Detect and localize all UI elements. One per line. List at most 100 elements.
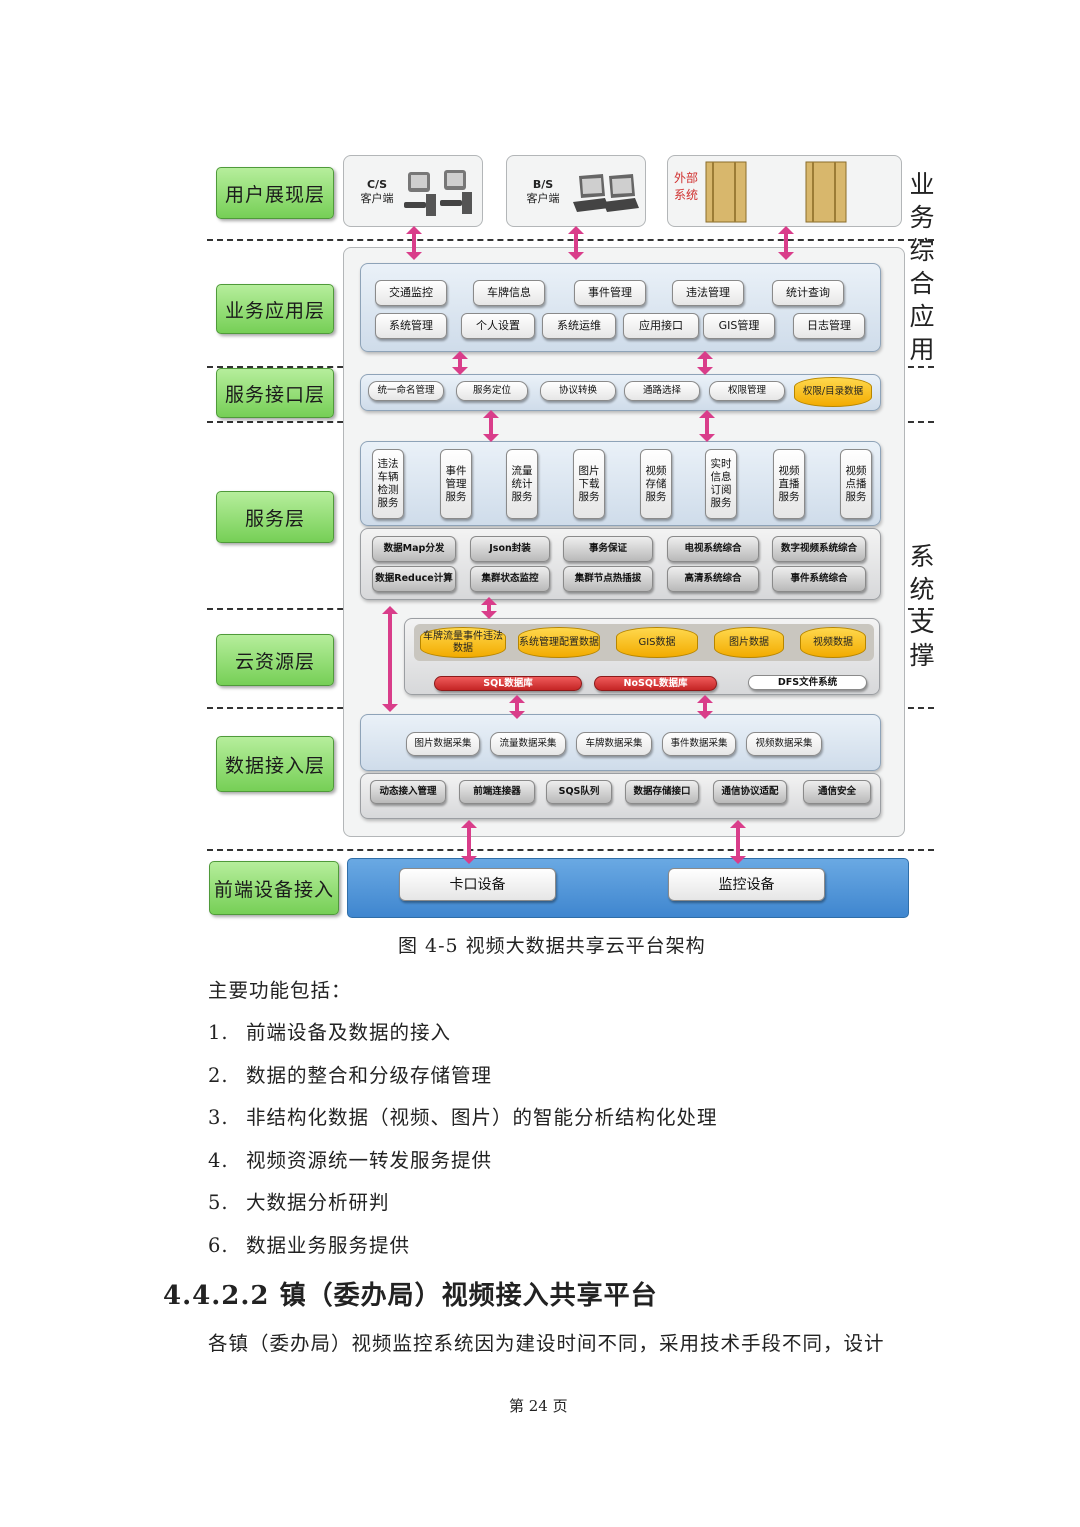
- data-storage-cylinder: GIS数据: [616, 627, 698, 658]
- service-item-box: 实时信息订阅服务: [705, 449, 737, 519]
- bs-client-sub: 客户端: [526, 192, 560, 205]
- data-collect-box: 流量数据采集: [490, 732, 566, 756]
- permission-data-cylinder: 权限/目录数据: [794, 377, 872, 407]
- service-item-box: 视频点播服务: [840, 449, 872, 519]
- double-arrow-icon: [461, 820, 477, 864]
- list-item: 5.大数据分析研判: [208, 1186, 390, 1215]
- list-item: 4. 视频资源统一转发服务提供: [208, 1144, 492, 1173]
- service-item-box: 事件管理服务: [440, 449, 472, 519]
- list-item-text: 数据业务服务提供: [246, 1234, 411, 1257]
- double-arrow-icon: [481, 597, 497, 619]
- layer-label-interface: 服务接口层: [216, 368, 334, 418]
- data-collect-box: 事件数据采集: [662, 732, 736, 756]
- nosql-database-bar: NoSQL数据库: [594, 676, 717, 691]
- layer-label-service: 服务层: [216, 491, 334, 543]
- data-interface-box: 通信协议适配: [713, 780, 787, 804]
- core-service-box: 事件系统综合: [772, 566, 866, 592]
- layer-label-cloud: 云资源层: [216, 634, 334, 686]
- service-item-box: 违法车辆检测服务: [372, 449, 404, 519]
- data-storage-cylinder: 视频数据: [800, 627, 866, 658]
- double-arrow-icon: [452, 351, 468, 375]
- double-arrow-icon: [778, 226, 794, 260]
- layer-label-user: 用户展现层: [216, 167, 334, 219]
- list-item-number: 4.: [208, 1148, 229, 1172]
- data-storage-cylinder: 车牌流量事件违法数据: [420, 627, 506, 658]
- list-item-text: 视频资源统一转发服务提供: [246, 1148, 493, 1172]
- list-item: 1. 前端设备及数据的接入: [208, 1016, 451, 1045]
- interface-item-box: 通路选择: [624, 381, 700, 401]
- core-service-box: 高清系统综合: [667, 566, 759, 592]
- double-arrow-icon: [568, 226, 584, 260]
- cs-client-title: C/S: [366, 178, 387, 191]
- core-service-box: 集群状态监控: [470, 566, 550, 592]
- interface-item-box: 协议转换: [540, 381, 616, 401]
- bs-client-title: B/S: [532, 178, 554, 191]
- page-footer: 第 24 页: [509, 1397, 568, 1415]
- system-support-side-label: 系统支撑: [909, 542, 935, 670]
- double-arrow-icon: [697, 351, 713, 375]
- double-arrow-icon: [406, 226, 422, 260]
- layer-label-data: 数据接入层: [216, 736, 334, 792]
- list-item-number: 1.: [208, 1021, 229, 1044]
- service-item-box: 视频直播服务: [773, 449, 805, 519]
- interface-layer-group: [360, 374, 881, 411]
- data-interface-box: 数据存储接口: [625, 780, 699, 804]
- core-service-box: 集群节点热插拔: [563, 566, 653, 592]
- layer-label-frontend: 前端设备接入: [209, 861, 339, 915]
- service-item-box: 视频存储服务: [640, 449, 672, 519]
- layer-divider: [207, 849, 934, 851]
- bs-client-box: B/S 客户端: [506, 155, 646, 227]
- intro-text: 主要功能包括：: [208, 979, 352, 1002]
- sql-database-bar: SQL数据库: [434, 676, 582, 691]
- list-item-text: 大数据分析研判: [246, 1191, 390, 1215]
- double-arrow-icon: [699, 410, 715, 442]
- app-module-box: 日志管理: [793, 313, 865, 339]
- data-interface-box: 前端连接器: [459, 780, 535, 804]
- data-collect-box: 图片数据采集: [406, 732, 480, 756]
- data-collect-box: 视频数据采集: [746, 732, 822, 756]
- list-item-number: 3.: [208, 1106, 229, 1130]
- layer-divider: [207, 239, 934, 241]
- server-icon: [705, 161, 747, 223]
- core-service-box: Json封装: [470, 536, 550, 562]
- data-storage-cylinder: 图片数据: [714, 627, 784, 658]
- dfs-file-system-bar: DFS文件系统: [748, 675, 867, 690]
- laptop-icon: [573, 174, 639, 212]
- double-arrow-icon: [483, 410, 499, 442]
- business-app-side-label: 业务综合应用: [909, 170, 935, 364]
- list-item-text: 非结构化数据（视频、图片）的智能分析结构化处理: [246, 1106, 718, 1130]
- cs-client-box: C/S 客户端: [343, 155, 483, 227]
- app-module-box: 统计查询: [772, 280, 844, 306]
- list-item-number: 2.: [208, 1063, 229, 1087]
- app-module-box: 系统管理: [375, 313, 447, 339]
- monitor-device-box: 监控设备: [668, 868, 825, 901]
- core-service-box: 数据Reduce计算: [372, 566, 456, 592]
- interface-item-box: 服务定位: [456, 381, 528, 401]
- data-storage-cylinder: 系统管理配置数据: [518, 627, 600, 658]
- app-module-box: 个人设置: [461, 313, 535, 339]
- data-interface-box: SQS队列: [546, 780, 612, 804]
- body-paragraph: 各镇（委办局）视频监控系统因为建设时间不同，采用技术手段不同，设计: [208, 1332, 885, 1355]
- figure-caption: 图 4-5 视频大数据共享云平台架构: [398, 935, 706, 957]
- core-service-box: 事务保证: [563, 536, 653, 562]
- app-module-box: 违法管理: [672, 280, 744, 306]
- data-interface-group: [360, 773, 881, 819]
- core-service-box: 数据Map分发: [372, 536, 456, 562]
- app-module-box: 交通监控: [375, 280, 447, 306]
- interface-item-box: 权限管理: [709, 381, 785, 401]
- desktop-computer-icon: [404, 170, 472, 216]
- list-item: 6. 数据业务服务提供: [208, 1229, 410, 1258]
- core-service-box: 电视系统综合: [667, 536, 759, 562]
- data-collect-box: 车牌数据采集: [576, 732, 652, 756]
- core-service-box: 数字视频系统综合: [772, 536, 866, 562]
- interface-item-box: 统一命名管理: [368, 381, 444, 401]
- list-item-number: 6.: [208, 1234, 229, 1257]
- double-arrow-icon: [730, 820, 746, 864]
- external-system-label: 外部系统: [674, 171, 699, 202]
- list-item-text: 前端设备及数据的接入: [246, 1021, 452, 1044]
- layer-label-app: 业务应用层: [216, 284, 334, 334]
- double-arrow-icon: [382, 606, 398, 712]
- external-system-box: 外部系统: [667, 155, 902, 227]
- data-interface-box: 通信安全: [803, 780, 871, 804]
- section-heading: 4.4.2.2 镇（委办局）视频接入共享平台: [163, 1281, 658, 1311]
